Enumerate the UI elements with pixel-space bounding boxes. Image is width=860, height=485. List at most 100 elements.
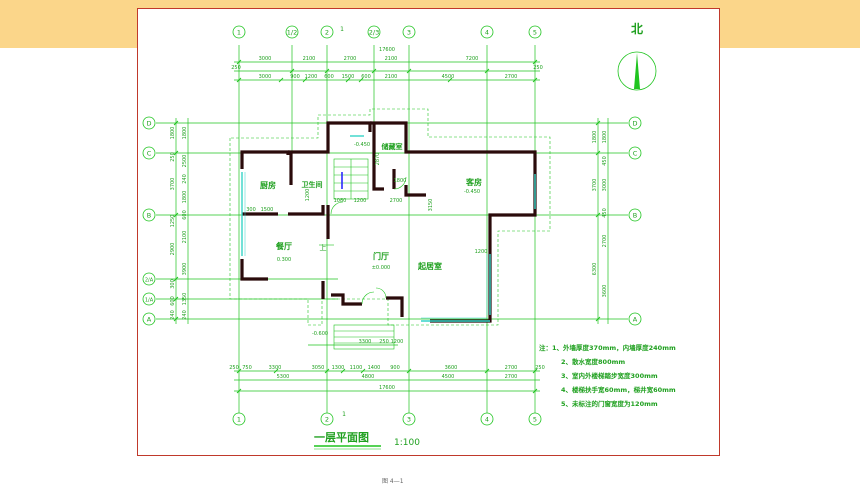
- drawing-title: 一层平面图: [314, 431, 369, 444]
- sheet-mark-top: 1: [340, 26, 344, 33]
- dim-bot-r2-2: 4500: [442, 374, 455, 380]
- dim-left-o-6: 600: [170, 296, 176, 306]
- level-guest: -0.450: [464, 189, 480, 195]
- axis-label-top-5: 5: [533, 29, 537, 37]
- axis-bubble-left-c: [142, 146, 156, 160]
- axis-label-top-3: 3: [407, 29, 411, 37]
- axis-bubble-bottom-2: [320, 412, 334, 426]
- dim-top-r2-6: 600: [361, 74, 371, 80]
- dim-storage-2870: 2870: [375, 153, 381, 166]
- dim-bot-r1-10: 250: [535, 365, 545, 371]
- note-2: 2、散水宽度800mm: [561, 357, 625, 366]
- axis-bubble-top-5: [528, 25, 542, 39]
- dim-top-r2-4: 600: [324, 74, 334, 80]
- axis-bubble-bottom-4: [480, 412, 494, 426]
- axis-label-left-b: B: [147, 212, 151, 220]
- room-guest: 客房: [465, 177, 482, 187]
- wall-storage: [372, 123, 384, 191]
- axis-label-bottom-5: 5: [533, 416, 537, 424]
- axis-label-left-a: A: [147, 316, 152, 324]
- dim-left-i-7: 1350: [182, 293, 188, 306]
- sheet-mark-bottom: 1: [342, 411, 346, 418]
- dim-left-i-8: 240: [182, 310, 188, 320]
- axis-bubble-bottom-5: [528, 412, 542, 426]
- axis-label-right-d: D: [632, 120, 637, 128]
- dim-top-r2-3: 1200: [305, 74, 318, 80]
- dim-right-i-4: 2700: [602, 235, 608, 248]
- axis-label-bottom-1: 1: [237, 416, 241, 424]
- axis-bubble-top-1: [232, 25, 246, 39]
- dim-top-r2-7: 2100: [385, 74, 398, 80]
- axis-bubble-top-2: [320, 25, 334, 39]
- note-1: 注：1、外墙厚度370mm，内墙厚度240mm: [539, 343, 676, 352]
- axis-label-bottom-2: 2: [325, 416, 329, 424]
- room-foyer: 门厅: [373, 251, 389, 261]
- dim-bot-r2-3: 2700: [505, 374, 518, 380]
- dim-left-i-5: 2100: [182, 231, 188, 244]
- axis-bubble-left-d: [142, 116, 156, 130]
- dim-top-r2-2: 900: [290, 74, 300, 80]
- dim-left-i-6: 3900: [182, 263, 188, 276]
- dim-left-o-4: 2900: [170, 243, 176, 256]
- dim-top-r2-1: 3000: [259, 74, 272, 80]
- dim-bot-r1-1: 750: [242, 365, 252, 371]
- dim-right-i-2: 3000: [602, 179, 608, 192]
- dim-top-r2-10: 250: [533, 65, 543, 71]
- axis-bubble-right-d: [628, 116, 642, 130]
- dim-top-total: 17600: [379, 47, 395, 53]
- floor-plan: 1 1/2 2 2/3 3 4 5 1 2 3 4 5 D C B 2/A 1/…: [142, 21, 676, 450]
- wall-kitchen-top: [240, 150, 290, 169]
- dim-left-o-7: 240: [170, 310, 176, 320]
- dim-bot-r1-5: 1100: [350, 365, 363, 371]
- dim-kitchen-width: 1500: [261, 207, 274, 213]
- level-foyer: ±0.000: [372, 265, 391, 271]
- dim-guest-2700: 2700: [390, 198, 403, 204]
- level-dining: 0.300: [277, 257, 291, 263]
- axis-label-right-b: B: [633, 212, 637, 220]
- room-bathroom: 卫生间: [302, 180, 323, 189]
- wall-guest-left: [404, 185, 426, 197]
- axis-label-left-2a: 2/A: [145, 278, 154, 284]
- dim-storage-1800: 1800: [394, 178, 407, 184]
- dim-stair-2: 1200: [391, 339, 404, 345]
- axis-label-left-d: D: [146, 120, 151, 128]
- axis-bubble-left-2a: [142, 272, 156, 286]
- north-arrow: 北: [617, 21, 657, 91]
- dim-left-i-1: 2500: [182, 155, 188, 168]
- axis-label-top-2: 2: [325, 29, 329, 37]
- dim-top-r1-2: 2700: [344, 56, 357, 62]
- dim-left-i-2: 240: [182, 174, 188, 184]
- dim-top-r1-4: 7200: [466, 56, 479, 62]
- room-storage: 储藏室: [381, 142, 403, 151]
- dim-bath-1200: 1200: [305, 189, 311, 202]
- note-3: 3、室内外楼梯踏步宽度300mm: [561, 371, 658, 380]
- drawing-sheet: 1 1/2 2 2/3 3 4 5 1 2 3 4 5 D C B 2/A 1/…: [137, 8, 720, 456]
- dim-top-r1-1: 2100: [303, 56, 316, 62]
- axis-bubble-top-3: [402, 25, 416, 39]
- dim-left-i-3: 1800: [182, 191, 188, 204]
- level-entry: -0.600: [312, 331, 328, 337]
- dim-bot-r1-6: 1400: [368, 365, 381, 371]
- axis-label-top-4: 4: [485, 29, 489, 37]
- dim-left-i-4: 600: [182, 210, 188, 220]
- dim-bot-r1-3: 3050: [312, 365, 325, 371]
- dim-left-i-0: 1800: [182, 127, 188, 140]
- dim-right-o-1: 3700: [592, 179, 598, 192]
- dim-bot-r2-0: 5300: [277, 374, 290, 380]
- room-living: 起居室: [417, 261, 442, 271]
- stair-up-label: 上: [320, 243, 327, 252]
- axis-label-top-1: 1: [237, 29, 241, 37]
- dim-left-o-3: 1250: [170, 215, 176, 228]
- axis-label-left-1a: 1/A: [145, 298, 154, 304]
- dim-living-1200: 1200: [475, 249, 488, 255]
- axis-bubble-left-b: [142, 208, 156, 222]
- note-4: 4、楼梯扶手宽60mm，梯井宽60mm: [561, 385, 676, 394]
- dim-top-r2-9: 2700: [505, 74, 518, 80]
- figure-caption: 图 4—1: [382, 478, 404, 485]
- axis-bubble-top-2-3: [367, 25, 381, 39]
- axis-bubble-right-c: [628, 146, 642, 160]
- dim-bot-total: 17600: [379, 385, 395, 391]
- dim-right-o-2: 6300: [592, 263, 598, 276]
- dim-bot-r1-0: 250: [229, 365, 239, 371]
- dim-stair-1080: 1080: [334, 198, 347, 204]
